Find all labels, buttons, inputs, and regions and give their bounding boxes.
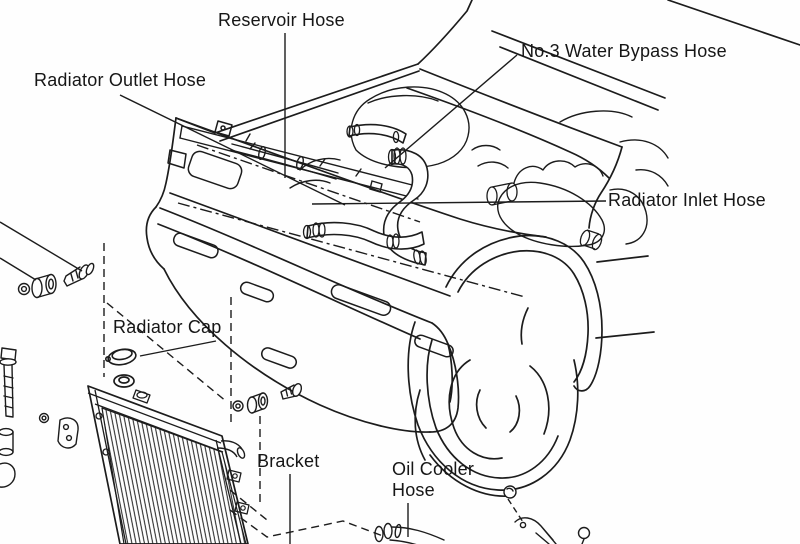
vehicle-body-outline: [145, 0, 800, 433]
hose-assembly: [302, 123, 603, 266]
radiator-support-bar: [179, 125, 421, 200]
label-oil-cooler-hose: Oil Cooler Hose: [392, 459, 475, 501]
engine-bay-sketch: [289, 86, 669, 248]
projection-dashed-lines: [103, 144, 526, 538]
label-bracket: Bracket: [257, 451, 320, 471]
label-radiator-inlet-hose: Radiator Inlet Hose: [608, 190, 766, 210]
front-wheel: [407, 234, 603, 497]
leader-no3-water-bypass-hose: [384, 54, 518, 169]
label-radiator-outlet-hose: Radiator Outlet Hose: [34, 70, 207, 90]
front-face-details: [167, 120, 454, 369]
edge-leader-lines: [0, 221, 83, 281]
radiator-cap-part: [105, 348, 137, 366]
leader-radiator-inlet-hose: [311, 200, 607, 205]
leader-radiator-cap: [139, 340, 217, 357]
label-reservoir-hose: Reservoir Hose: [218, 10, 345, 30]
radiator: [87, 374, 250, 544]
label-radiator-cap: Radiator Cap: [113, 317, 222, 337]
label-leader-lines: [119, 33, 607, 544]
label-no3-water-bypass-hose: No.3 Water Bypass Hose: [521, 41, 727, 61]
fastener-parts: [0, 262, 591, 544]
leader-radiator-outlet-hose: [119, 94, 346, 206]
